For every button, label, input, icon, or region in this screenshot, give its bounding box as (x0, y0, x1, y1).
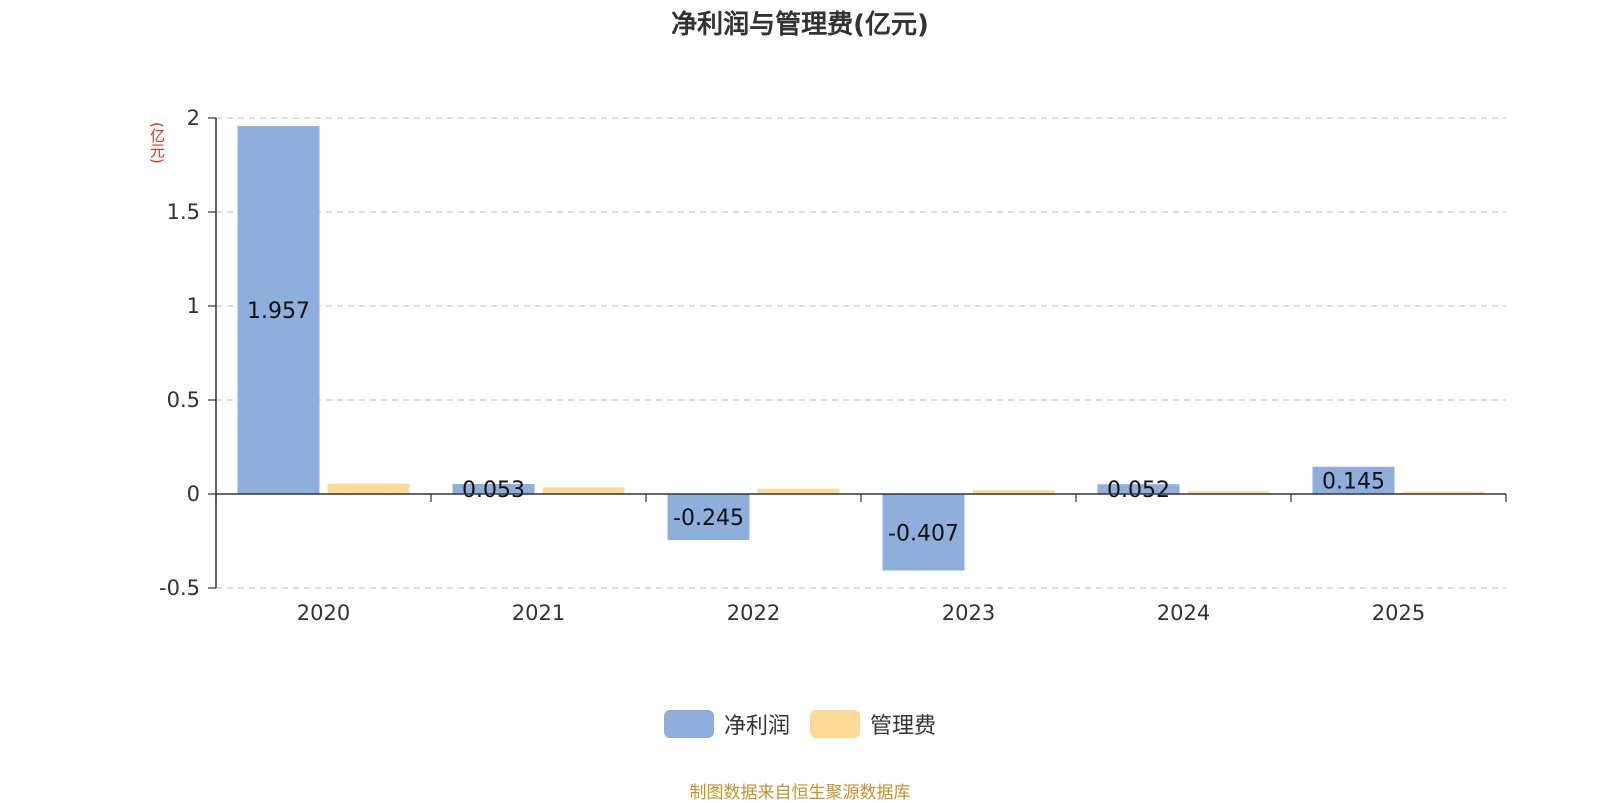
bar-admin-expense-2025 (1402, 491, 1485, 494)
x-tick-label: 2024 (1157, 601, 1210, 625)
legend-label-net-profit: 净利润 (723, 714, 790, 739)
bar-net-profit-2020 (237, 126, 320, 495)
bar-admin-expense-2024 (1187, 491, 1270, 494)
data-label-2024: 0.052 (1107, 478, 1170, 503)
x-tick-label: 2023 (942, 601, 995, 625)
data-label-2021: 0.053 (462, 478, 525, 503)
legend-item-net-profit[interactable]: 净利润 (663, 708, 790, 740)
x-tick-label: 2022 (727, 601, 780, 625)
bar-admin-expense-2022 (757, 488, 840, 494)
y-tick-label: 0 (187, 482, 200, 506)
bar-admin-expense-2023 (972, 490, 1055, 494)
y-tick-label: 0.5 (167, 388, 200, 412)
data-label-2020: 1.957 (247, 299, 310, 324)
x-tick-label: 2025 (1372, 601, 1425, 625)
legend-swatch-admin-expense (810, 710, 860, 738)
x-tick-label: 2021 (512, 601, 565, 625)
legend-label-admin-expense: 管理费 (870, 714, 937, 739)
data-label-2022: -0.245 (673, 506, 744, 531)
data-label-2023: -0.407 (888, 521, 959, 546)
bar-chart: 2 1.5 1 0.5 0 -0.5 1.957 2020 0.053 2021 -0.245 202… (159, 106, 1507, 625)
data-source-note: 制图数据来自恒生聚源数据库 (689, 783, 911, 803)
legend-item-admin-expense[interactable]: 管理费 (810, 708, 936, 740)
y-tick-label: 2 (187, 106, 200, 130)
y-axis-unit-label: (亿元) (148, 122, 166, 164)
bar-net-profit-2021 (452, 484, 535, 494)
bar-net-profit-2025 (1312, 466, 1395, 494)
y-tick-label: -0.5 (159, 576, 200, 600)
data-label-2025: 0.145 (1322, 469, 1385, 494)
bar-net-profit-2023 (882, 494, 965, 571)
bar-admin-expense-2021 (542, 487, 625, 494)
chart-title: 净利润与管理费(亿元) (671, 10, 929, 40)
legend: 净利润 管理费 (0, 708, 1600, 740)
legend-swatch-net-profit (663, 710, 714, 738)
bar-net-profit-2022 (667, 494, 750, 541)
y-tick-label: 1.5 (167, 200, 200, 224)
bar-admin-expense-2020 (327, 483, 410, 494)
y-tick-label: 1 (187, 294, 200, 318)
x-tick-label: 2020 (297, 601, 350, 625)
bar-net-profit-2024 (1097, 484, 1180, 494)
